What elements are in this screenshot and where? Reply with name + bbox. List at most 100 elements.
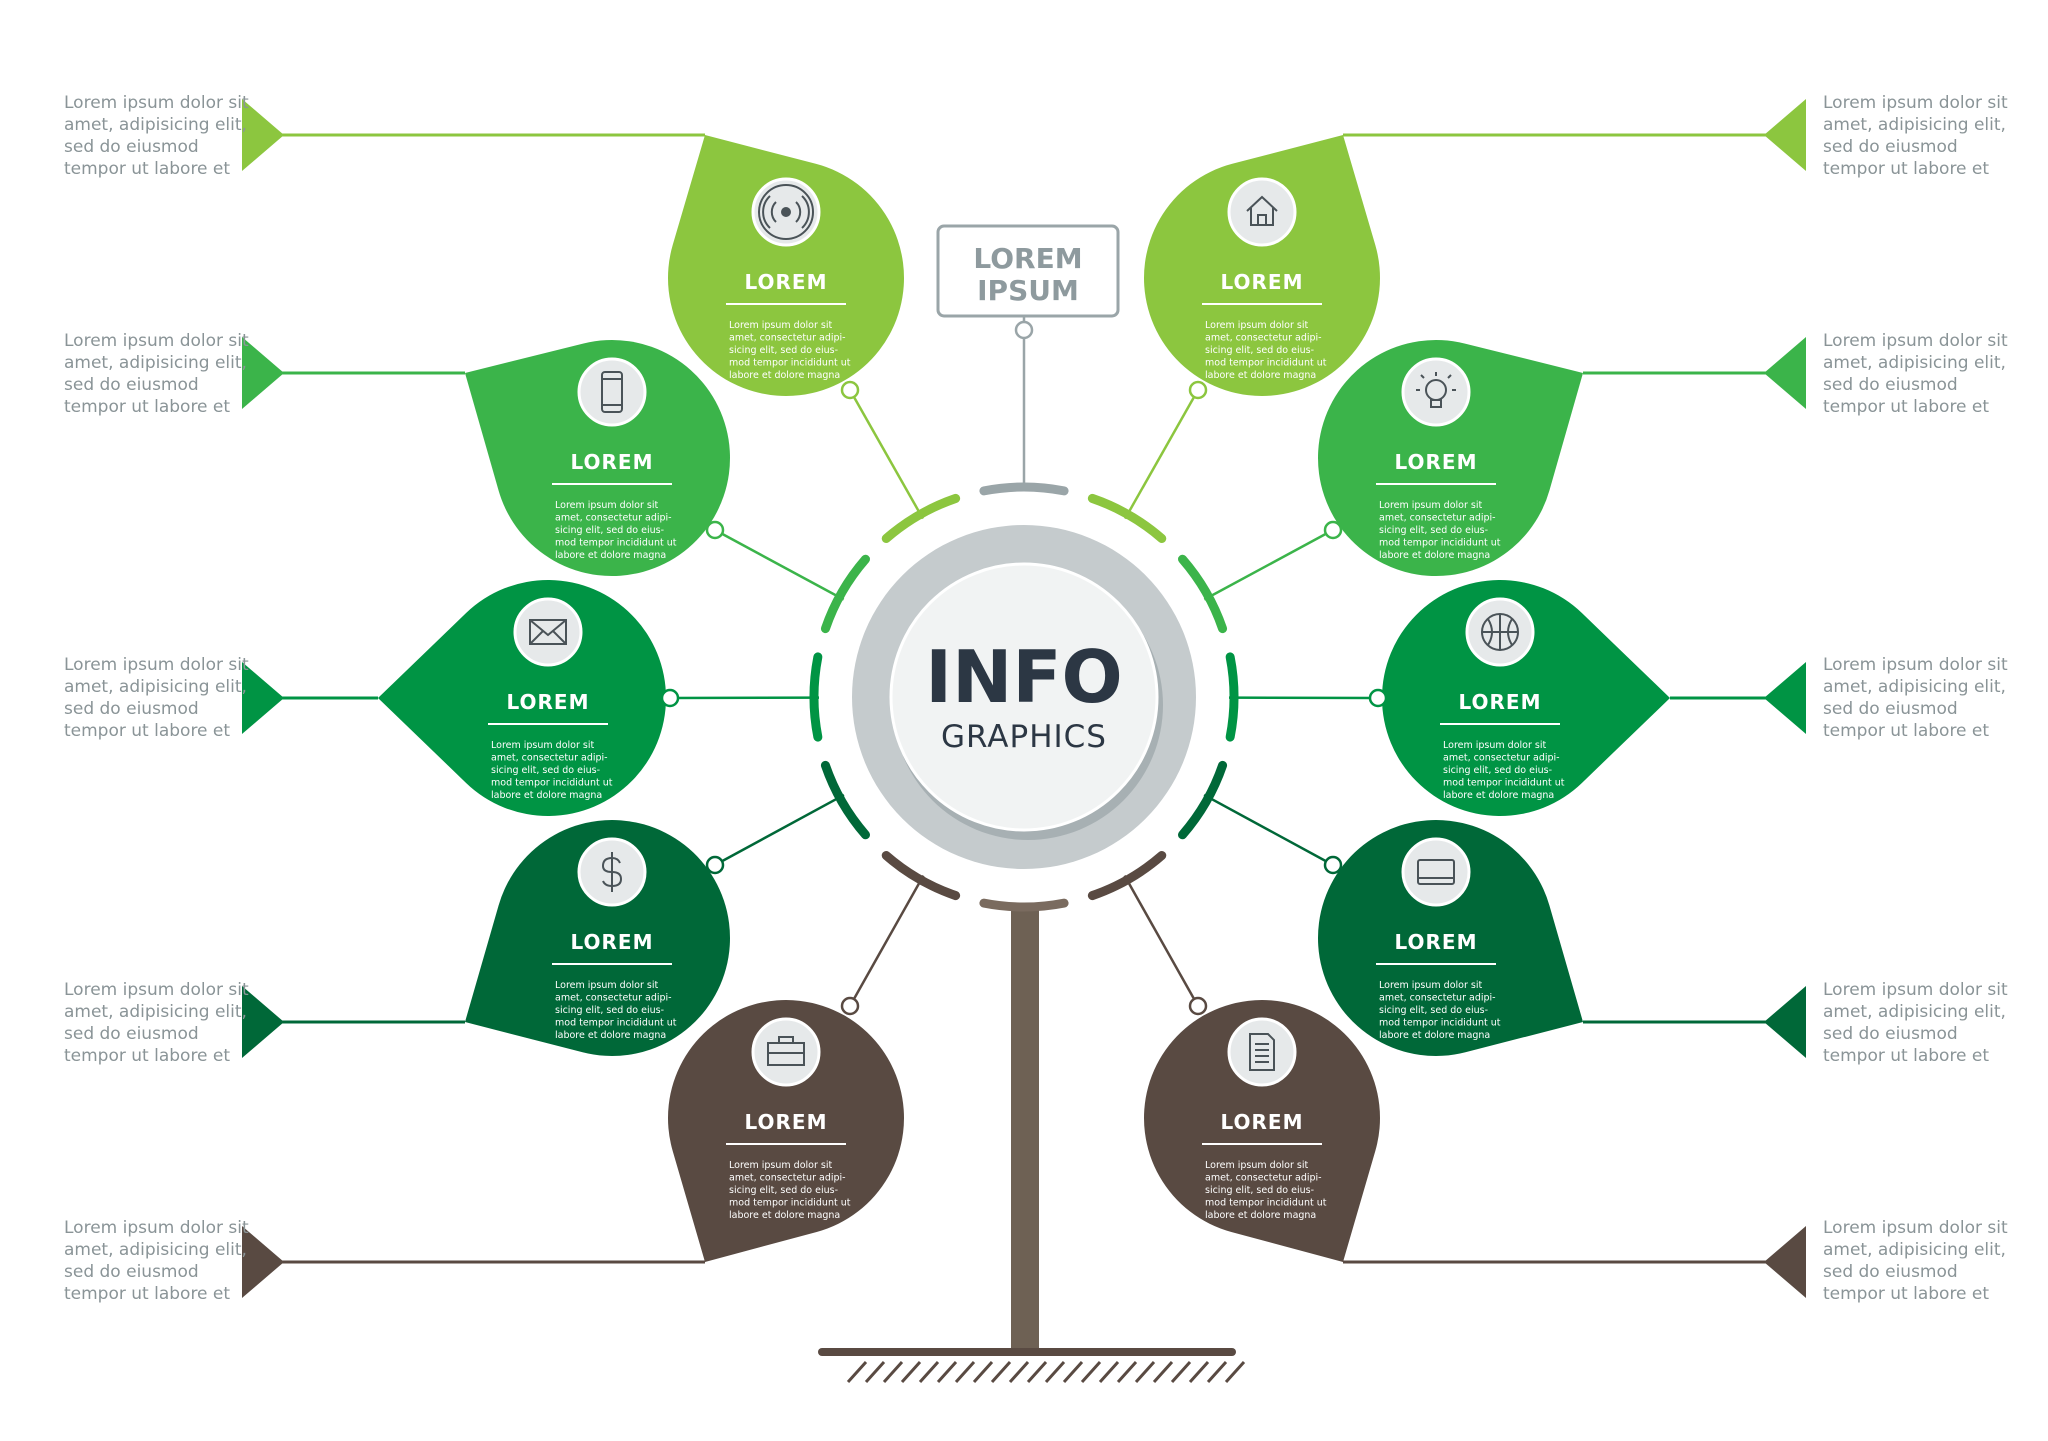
ring-segment — [1177, 554, 1228, 634]
leaf-body-line: labore et dolore magna — [491, 790, 602, 801]
side-description: Lorem ipsum dolor sit amet, adipisicing … — [64, 980, 249, 1066]
leaf-body-line: amet, consectetur adipi- — [1205, 333, 1322, 344]
connector-dot — [660, 688, 680, 708]
leaf-body-line: mod tempor incididunt ut — [555, 538, 677, 549]
leaf-body-line: Lorem ipsum dolor sit — [1379, 980, 1482, 991]
home-icon — [1246, 195, 1278, 226]
connector-dot — [840, 996, 860, 1016]
leaf-body-line: labore et dolore magna — [555, 550, 666, 561]
tag-line-2: IPSUM — [977, 274, 1079, 307]
center-subtitle: GRAPHICS — [941, 719, 1107, 755]
connector-dot — [1323, 520, 1343, 540]
dollar-icon — [601, 852, 623, 892]
side-description: Lorem ipsum dolor sit amet, adipisicing … — [64, 655, 249, 741]
leaf-body-line: amet, consectetur adipi- — [555, 993, 672, 1004]
arrow-marker — [1764, 1226, 1806, 1298]
connector-dot — [1323, 855, 1343, 875]
arrow-marker — [242, 99, 284, 171]
leaf-body-line: sicing elit, sed do eius- — [1205, 1185, 1314, 1196]
leaf-body-line: amet, consectetur adipi- — [729, 1173, 846, 1184]
leaf-title: LOREM — [1395, 450, 1478, 474]
leaf-body-line: mod tempor incididunt ut — [1379, 538, 1501, 549]
side-description: Lorem ipsum dolor sit amet, adipisicing … — [1823, 93, 2008, 179]
spoke-line — [714, 793, 845, 867]
leaf-shape — [1318, 819, 1583, 1056]
leaf-title: LOREM — [745, 1110, 828, 1134]
spoke-line — [848, 875, 925, 1007]
leaf-body-line: labore et dolore magna — [555, 1030, 666, 1041]
ring-segment — [979, 482, 1069, 496]
ring-segment — [881, 850, 961, 901]
leaf-body-line: mod tempor incididunt ut — [491, 778, 613, 789]
arrow-marker — [242, 986, 284, 1058]
leaf-body-line: amet, consectetur adipi- — [491, 753, 608, 764]
tag-line-1: LOREM — [973, 242, 1082, 275]
leaf-body-line: labore et dolore magna — [1379, 1030, 1490, 1041]
wifi-signal-icon — [758, 184, 814, 240]
leaf-title: LOREM — [745, 270, 828, 294]
envelope-icon — [529, 619, 567, 645]
arrow-marker — [242, 337, 284, 409]
leaf-body-line: mod tempor incididunt ut — [729, 1198, 851, 1209]
icon-badge — [1401, 837, 1471, 907]
leaf-body-line: sicing elit, sed do eius- — [491, 765, 600, 776]
spoke-line — [714, 528, 845, 601]
leaf-title: LOREM — [571, 450, 654, 474]
leaf-body-line: labore et dolore magna — [1205, 370, 1316, 381]
document-icon — [1249, 1033, 1275, 1071]
credit-card-icon — [1417, 859, 1455, 885]
connector-dot — [705, 520, 725, 540]
leaf-body-line: Lorem ipsum dolor sit — [491, 740, 594, 751]
connector-dot — [1188, 380, 1208, 400]
leaf-body-line: labore et dolore magna — [1443, 790, 1554, 801]
ring-segment — [1177, 760, 1228, 840]
leaf-shape — [465, 819, 730, 1056]
leaf-shape — [668, 135, 904, 396]
center-title: INFO — [925, 635, 1122, 719]
leaf-shape — [1382, 580, 1670, 816]
leaf-body-line: sicing elit, sed do eius- — [729, 1185, 838, 1196]
leaf-shape — [1318, 340, 1583, 577]
spoke-line — [1203, 793, 1334, 867]
leaf-title: LOREM — [1221, 1110, 1304, 1134]
leaf-body-line: amet, consectetur adipi- — [555, 513, 672, 524]
connector-dot — [840, 380, 860, 400]
spoke-line — [848, 389, 925, 520]
ring-segment — [979, 898, 1069, 912]
connector-dot — [1368, 688, 1388, 708]
ring-segment — [1087, 493, 1167, 544]
arrow-marker — [1764, 99, 1806, 171]
leaf-body-line: mod tempor incididunt ut — [1205, 1198, 1327, 1209]
leaf-body-line: mod tempor incididunt ut — [1205, 358, 1327, 369]
arrow-marker — [242, 662, 284, 734]
side-description: Lorem ipsum dolor sit amet, adipisicing … — [64, 331, 249, 417]
leaf-body-line: amet, consectetur adipi- — [1443, 753, 1560, 764]
smartphone-icon — [601, 371, 623, 413]
ring-segment — [1087, 850, 1167, 901]
leaf-document: LOREM Lorem ipsum dolor sit amet, consecte… — [1144, 996, 1381, 1262]
side-description: Lorem ipsum dolor sit amet, adipisicing … — [1823, 655, 2008, 741]
leaf-shape — [378, 579, 667, 816]
leaf-body-line: Lorem ipsum dolor sit — [555, 980, 658, 991]
leaf-title: LOREM — [1221, 270, 1304, 294]
leaf-body-line: Lorem ipsum dolor sit — [729, 320, 832, 331]
spoke-line — [1203, 528, 1334, 601]
ring-segment — [820, 760, 871, 840]
leaf-body-line: amet, consectetur adipi- — [1205, 1173, 1322, 1184]
leaf-home: LOREM Lorem ipsum dolor sit amet, consecte… — [1144, 135, 1381, 400]
leaf-title: LOREM — [1395, 930, 1478, 954]
leaf-body-line: sicing elit, sed do eius- — [1205, 345, 1314, 356]
leaf-title: LOREM — [1459, 690, 1542, 714]
leaf-body-line: Lorem ipsum dolor sit — [1205, 320, 1308, 331]
icon-badge — [577, 357, 647, 427]
ring-segment — [1225, 652, 1239, 742]
ring-segment — [809, 652, 823, 742]
tag-connector-dot — [1014, 320, 1034, 340]
leaf-body-line: mod tempor incididunt ut — [1443, 778, 1565, 789]
leaf-body-line: Lorem ipsum dolor sit — [1205, 1160, 1308, 1171]
